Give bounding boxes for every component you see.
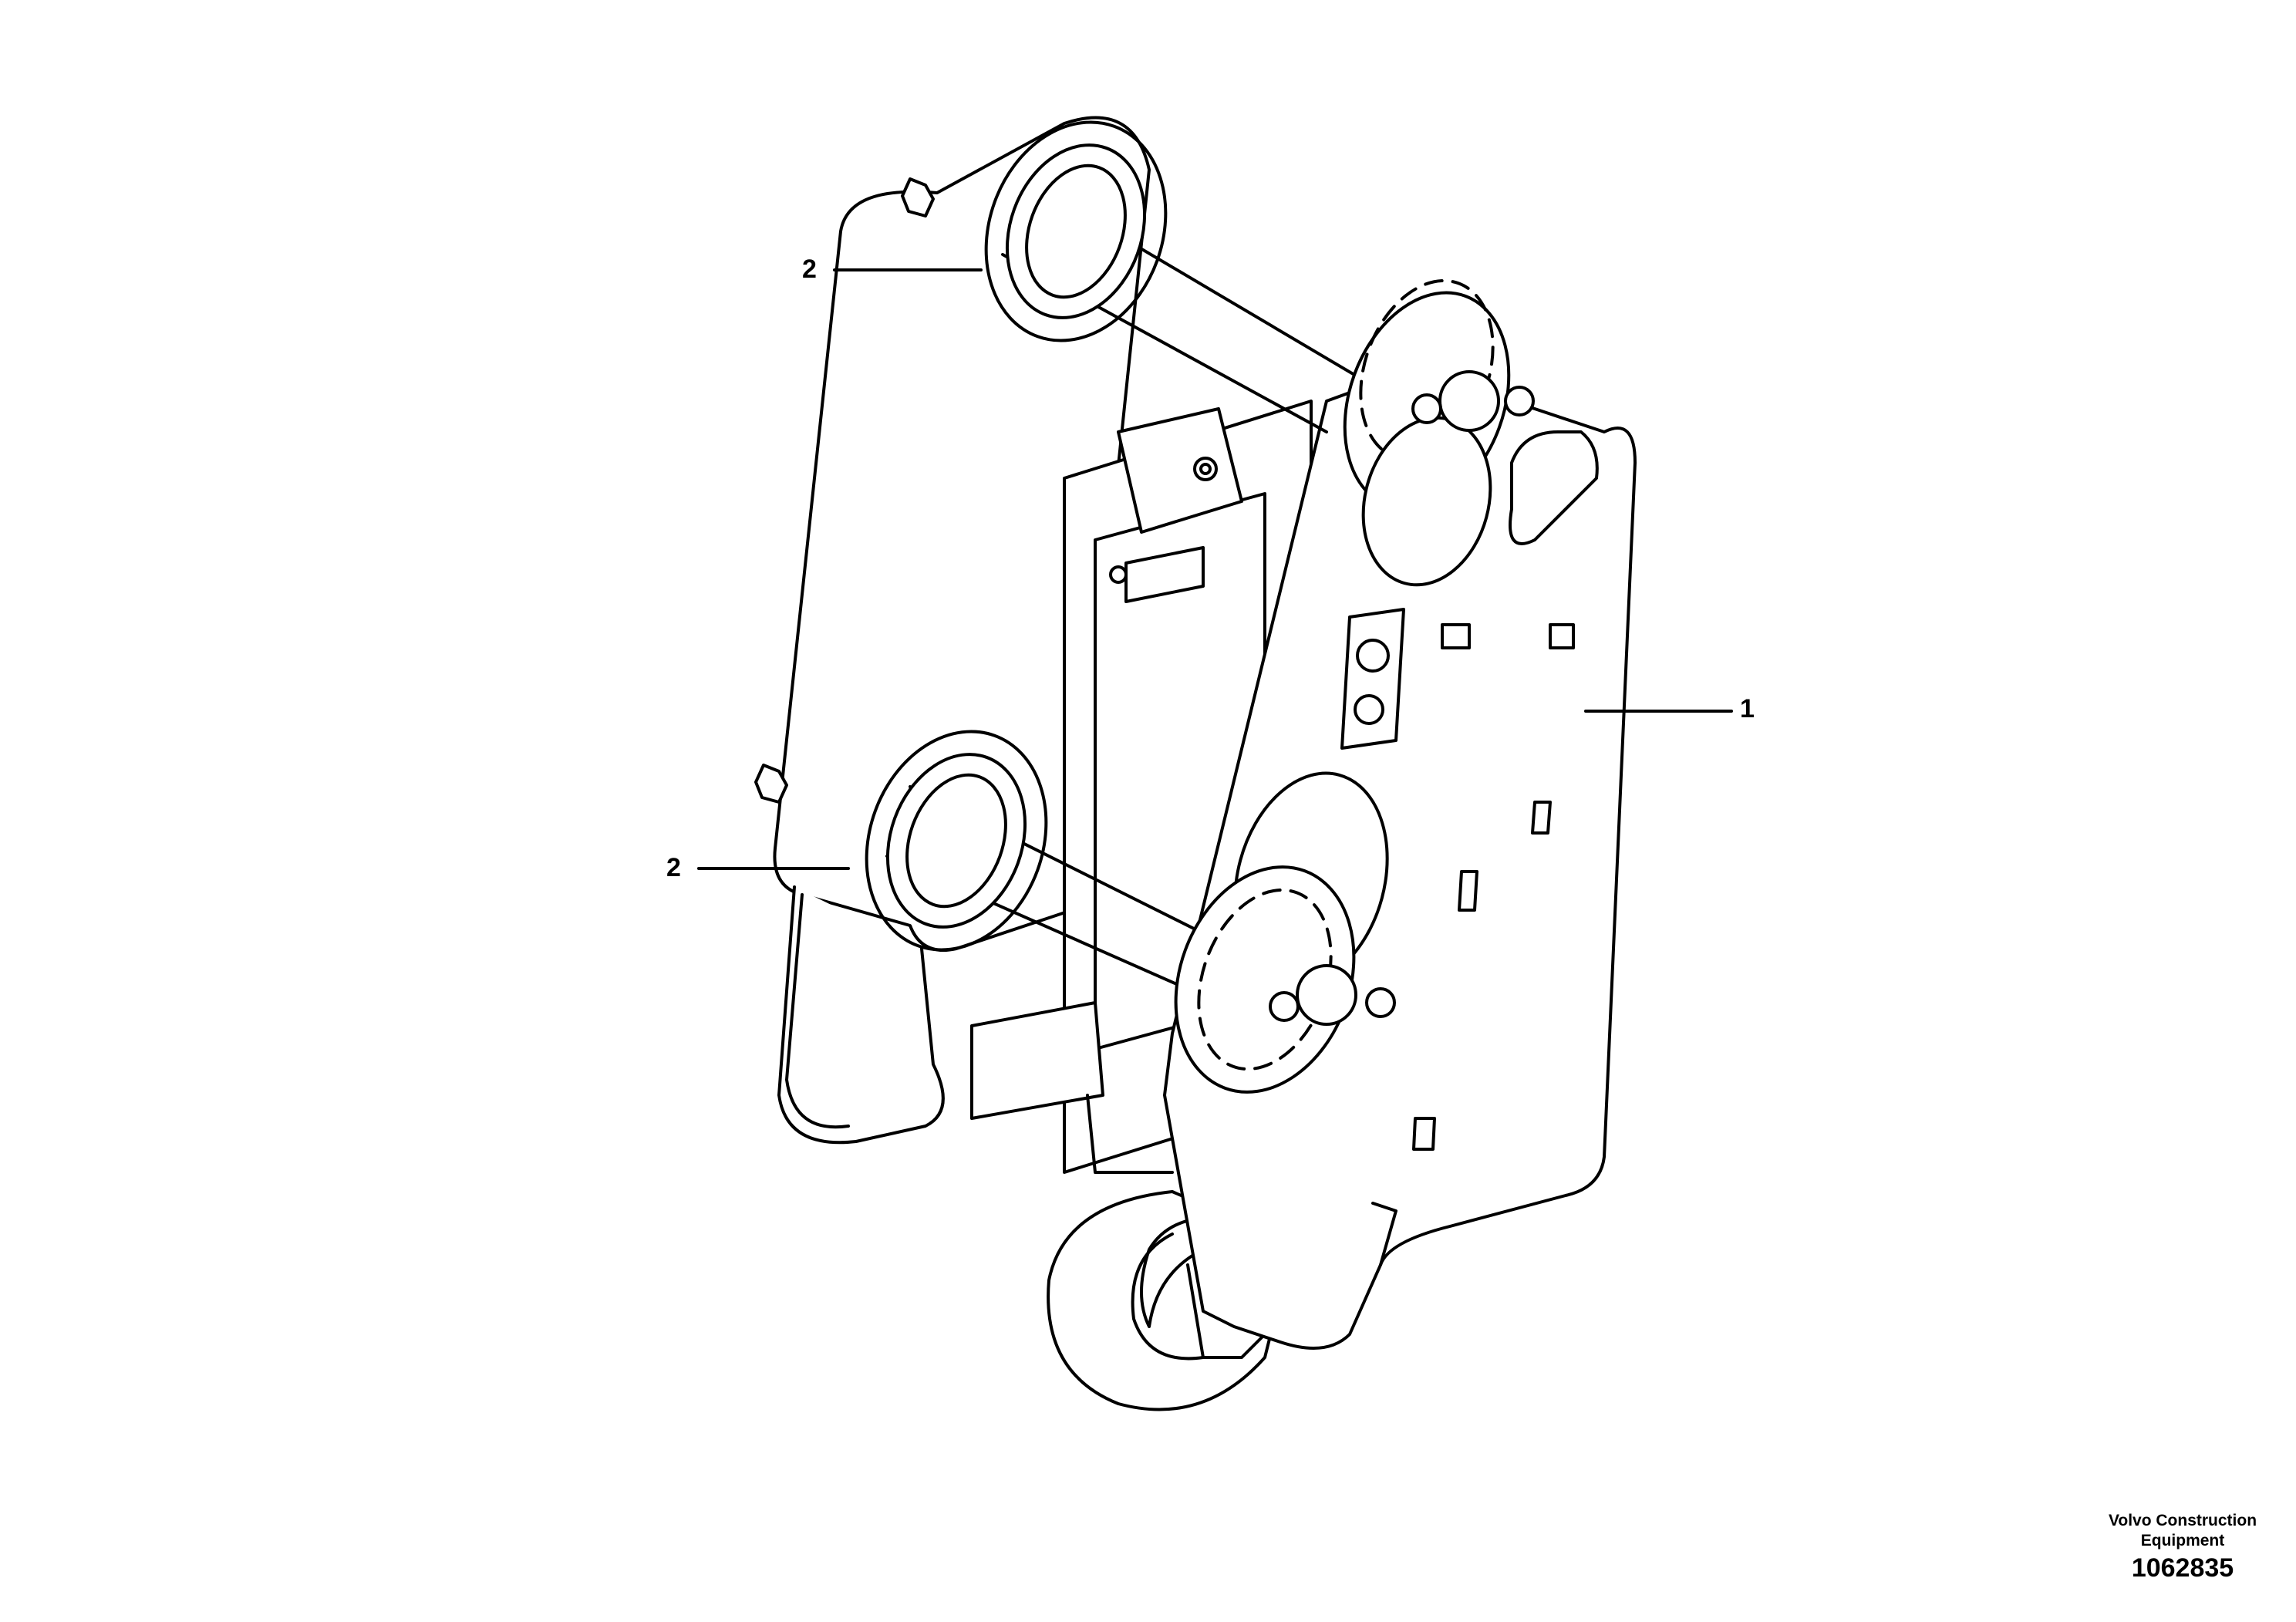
manufacturer-name-line1: Volvo Construction [2108,1512,2257,1529]
front-side-plate [1163,369,1637,1350]
part-number: 1062835 [2131,1553,2234,1583]
lower-pin [865,730,1396,1094]
upper-pin [984,120,1535,587]
callout-upper-pin-seal: 2 [802,255,817,284]
rear-side-plate [754,116,1151,1145]
manufacturer-name-line2: Equipment [2140,1532,2225,1549]
callout-lower-pin-seal: 2 [666,853,681,882]
callout-frame: 1 [1740,694,1755,723]
leader-lines [697,268,1733,870]
